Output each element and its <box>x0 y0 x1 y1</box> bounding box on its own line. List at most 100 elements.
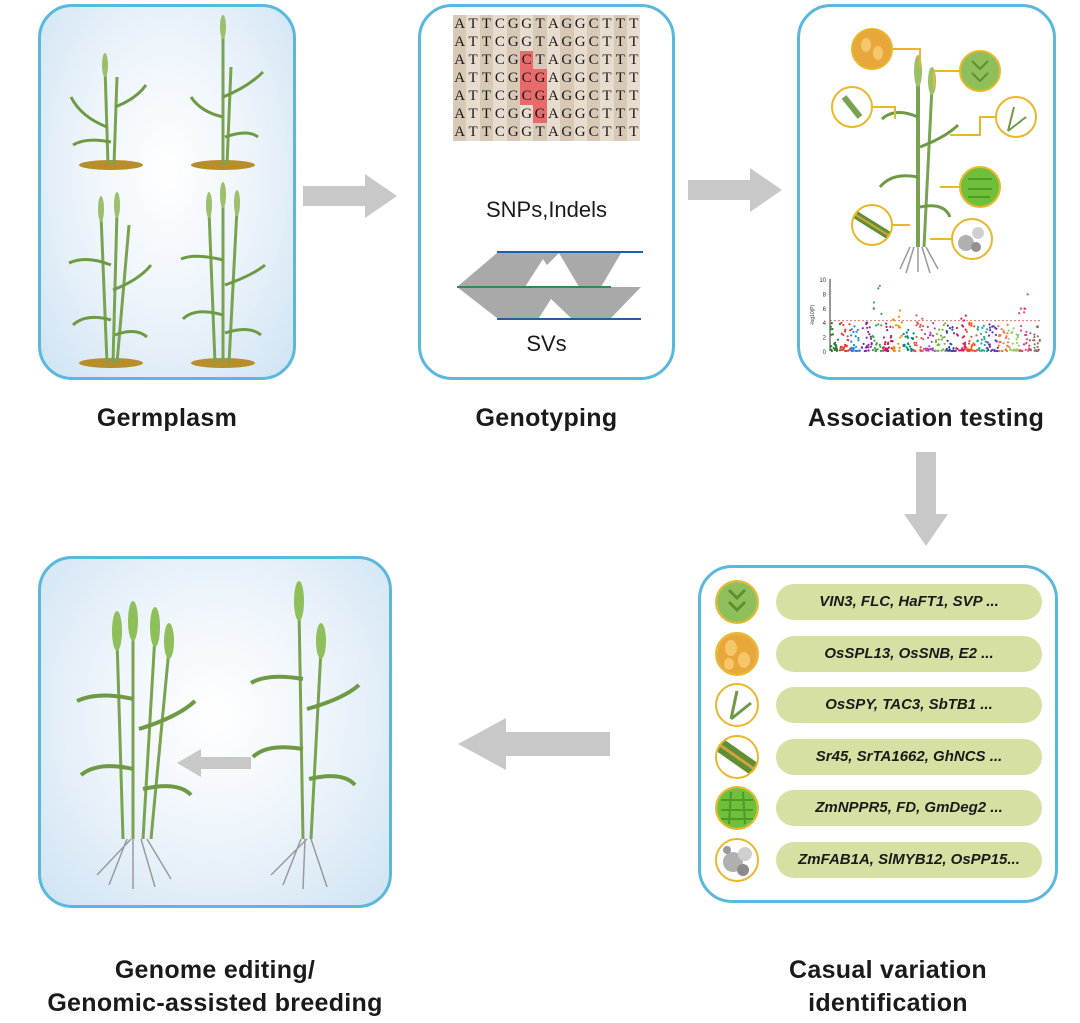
snp-point <box>1027 347 1031 350</box>
snp-point <box>935 332 939 335</box>
gene-pill: ZmNPPR5, FD, GmDeg2 ... <box>776 790 1042 826</box>
nucleotide: T <box>466 87 480 105</box>
snp-point <box>1016 336 1019 339</box>
snp-point <box>962 325 965 328</box>
nucleotide: C <box>586 69 601 87</box>
snp-point <box>1033 343 1036 346</box>
nucleotide: A <box>453 123 467 141</box>
snp-point <box>920 337 923 340</box>
snp-point <box>922 325 925 328</box>
snp-point <box>870 343 873 346</box>
snp-point <box>968 321 971 324</box>
snp-point <box>834 344 837 347</box>
snp-point <box>886 329 889 332</box>
gene-pill: ZmFAB1A, SlMYB12, OsPP15... <box>776 841 1042 878</box>
snp-point <box>921 317 924 320</box>
y-axis-label: -log10(P) <box>810 304 816 325</box>
snp-point <box>1026 293 1029 296</box>
snp-point <box>984 340 987 343</box>
snp-point <box>997 325 1000 328</box>
snp-point <box>922 338 925 341</box>
snp-point <box>955 333 959 336</box>
nucleotide: T <box>533 15 547 33</box>
nucleotide: G <box>506 15 520 33</box>
snp-point <box>911 337 915 340</box>
nucleotide: T <box>533 123 547 141</box>
plant-1 <box>69 53 148 170</box>
small-arrow-icon <box>177 749 251 777</box>
snp-point <box>892 319 895 322</box>
snp-point <box>1029 332 1032 335</box>
snp-point <box>842 348 845 351</box>
snp-point <box>836 338 840 341</box>
snp-point <box>1038 338 1041 341</box>
germplasm-title: Germplasm <box>96 404 238 432</box>
snp-point <box>907 328 910 332</box>
snp-point <box>1012 349 1015 352</box>
snp-point <box>960 317 963 320</box>
snp-point <box>878 343 881 346</box>
snp-point <box>1011 330 1014 333</box>
snp-point <box>927 336 930 339</box>
nucleotide: T <box>479 69 494 87</box>
snp-point <box>850 328 853 331</box>
snp-point <box>1015 333 1018 336</box>
nucleotide: T <box>466 33 480 51</box>
snp-point <box>1003 331 1006 334</box>
nucleotide: G <box>573 51 587 69</box>
snp-point <box>915 314 918 317</box>
snp-point <box>987 348 990 352</box>
nucleotide: T <box>600 105 614 123</box>
snp-point <box>908 345 912 348</box>
nucleotide: C <box>493 87 507 105</box>
nucleotide: C <box>519 51 534 69</box>
snp-point <box>964 341 967 344</box>
snp-point <box>1007 337 1010 340</box>
snp-point <box>849 329 852 332</box>
snp-point <box>862 342 865 345</box>
snp-point <box>920 349 923 353</box>
snp-point <box>972 342 975 345</box>
snp-point <box>898 349 901 352</box>
nucleotide: G <box>573 87 587 105</box>
snp-point <box>932 322 935 325</box>
snp-point <box>989 329 992 332</box>
nucleotide: G <box>533 87 547 105</box>
snp-point <box>855 330 858 333</box>
snp-point <box>932 334 935 337</box>
nucleotide: G <box>573 15 587 33</box>
snp-point <box>916 321 919 324</box>
snp-point <box>1008 346 1011 349</box>
snp-point <box>835 346 838 349</box>
snp-point <box>852 330 855 333</box>
nucleotide: G <box>506 105 520 123</box>
snp-point <box>1022 343 1026 346</box>
snp-point <box>892 349 895 352</box>
snp-point <box>920 328 923 331</box>
nucleotide: C <box>493 33 507 51</box>
snp-point <box>915 335 918 338</box>
nucleotide: G <box>519 105 534 123</box>
snp-point <box>854 345 858 348</box>
nucleotide: T <box>627 15 641 33</box>
snp-point <box>845 349 848 353</box>
nucleotide: T <box>627 51 641 69</box>
nucleotide: G <box>573 105 587 123</box>
snp-point <box>930 340 933 343</box>
edited-plant <box>76 601 197 889</box>
nucleotide: C <box>586 123 601 141</box>
snp-point <box>905 331 908 334</box>
snp-point <box>959 349 962 352</box>
snp-point <box>867 343 870 346</box>
svs-label: SVs <box>526 331 567 356</box>
snp-point <box>877 323 880 326</box>
nucleotide: G <box>560 105 574 123</box>
casual-variation-panel: VIN3, FLC, HaFT1, SVP ...OsSPL13, OsSNB,… <box>698 565 1058 903</box>
snp-point <box>899 336 902 339</box>
snp-point <box>1001 349 1004 353</box>
snp-point <box>873 339 876 342</box>
snp-point <box>973 325 976 328</box>
nucleotide: G <box>560 87 574 105</box>
